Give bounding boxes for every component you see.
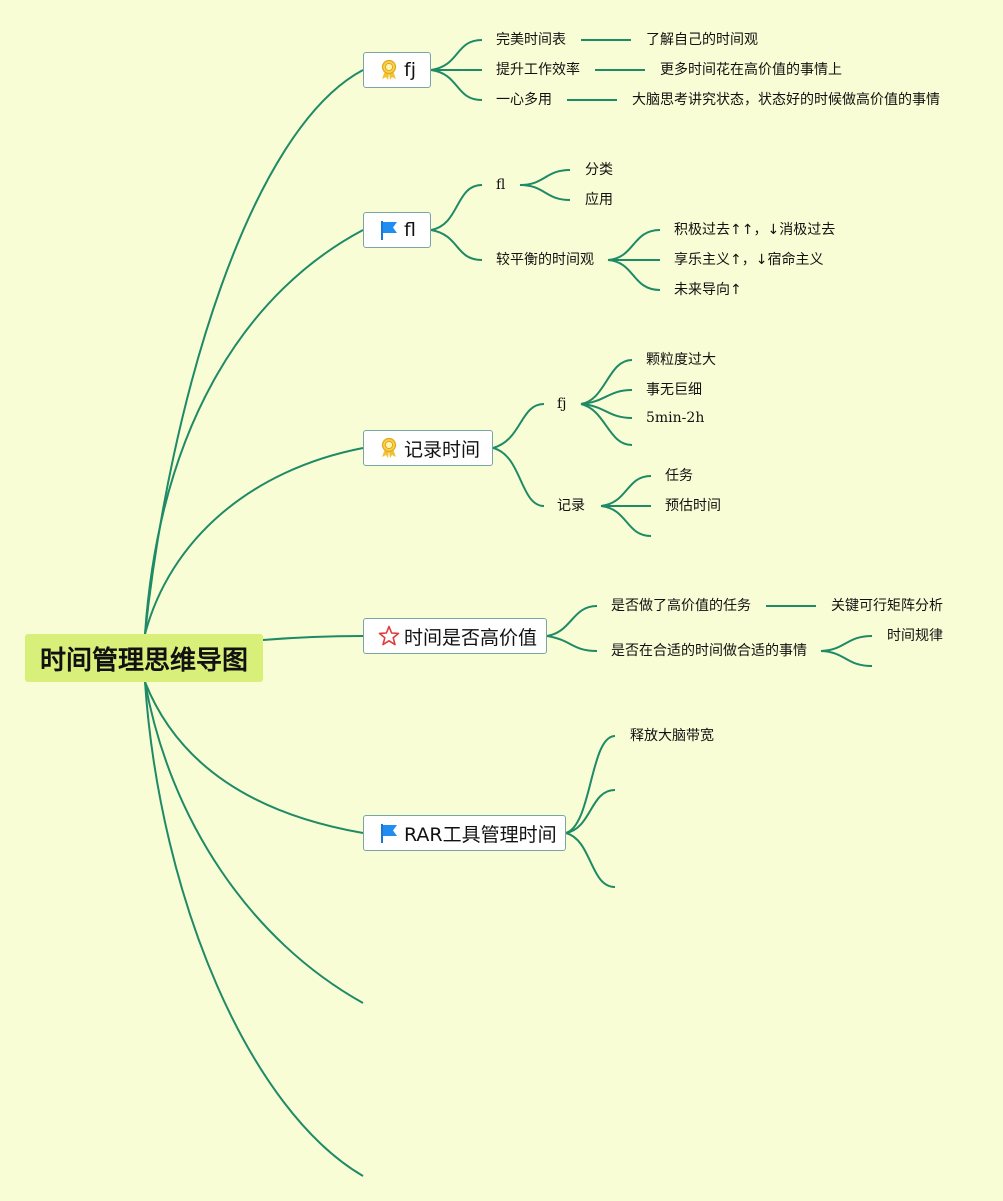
link-t2-b3: [607, 259, 661, 291]
node-brain-state[interactable]: 大脑思考讲究状态，状态好的时候做高价值的事情: [632, 92, 940, 108]
link-t5-a: [565, 735, 616, 834]
link-t4-b: [546, 635, 598, 652]
blue-flag-icon: [378, 219, 400, 241]
node-estimate-time[interactable]: 预估时间: [665, 498, 721, 514]
link-root-t4: [262, 635, 364, 641]
node-positive-past[interactable]: 积极过去↑↑，↓消极过去: [674, 222, 836, 238]
node-did-high-value-task[interactable]: 是否做了高价值的任务: [611, 598, 751, 614]
node-multitask[interactable]: 一心多用: [496, 92, 552, 108]
link-t3-b1: [600, 475, 652, 507]
node-free-brain-bandwidth[interactable]: 释放大脑带宽: [630, 728, 714, 744]
link-root-t2: [144, 229, 364, 635]
link-t2-a: [430, 184, 483, 231]
topic-time-value-label: 时间是否高价值: [404, 626, 538, 649]
award-ribbon-icon: [378, 437, 400, 459]
node-time-pattern[interactable]: 时间规律: [887, 628, 943, 644]
award-ribbon-icon: [378, 59, 400, 81]
link-t2-b1: [607, 229, 661, 261]
node-key-feasibility-matrix[interactable]: 关键可行矩阵分析: [831, 598, 943, 614]
node-record[interactable]: 记录: [557, 498, 585, 514]
node-5min-2h[interactable]: 5min-2h: [646, 410, 705, 426]
link-t3-a1: [580, 359, 633, 405]
link-t3-a: [492, 403, 545, 449]
node-fj[interactable]: fj: [557, 396, 567, 412]
link-t1-a: [430, 39, 483, 71]
node-apply[interactable]: 应用: [585, 192, 613, 208]
topic-rar-tool[interactable]: RAR工具管理时间: [363, 815, 566, 851]
topic-record-time[interactable]: 记录时间: [363, 430, 493, 466]
node-fl[interactable]: fl: [496, 177, 506, 193]
link-root-blank-1: [144, 681, 364, 1004]
blue-flag-icon: [378, 822, 400, 844]
link-root-t5: [144, 681, 364, 834]
node-future-oriented[interactable]: 未来导向↑: [674, 282, 742, 298]
node-too-detailed[interactable]: 事无巨细: [646, 382, 702, 398]
node-know-time-view[interactable]: 了解自己的时间观: [646, 32, 758, 48]
node-granularity-too-big[interactable]: 颗粒度过大: [646, 352, 716, 368]
topic-fj[interactable]: fj: [363, 52, 431, 88]
root-topic[interactable]: 时间管理思维导图: [25, 634, 263, 682]
node-more-time-high-value[interactable]: 更多时间花在高价值的事情上: [660, 62, 842, 78]
link-t2-b: [430, 229, 483, 261]
link-t2-a2: [519, 184, 571, 201]
link-t4-a: [546, 605, 598, 637]
topic-time-value[interactable]: 时间是否高价值: [363, 618, 547, 654]
red-star-icon: [378, 625, 400, 647]
link-t4-b2: [820, 650, 873, 667]
root-topic-label: 时间管理思维导图: [39, 645, 248, 676]
node-hedonism[interactable]: 享乐主义↑，↓宿命主义: [674, 252, 824, 268]
node-task[interactable]: 任务: [665, 468, 693, 484]
topic-fl-label: fl: [404, 219, 416, 241]
node-improve-efficiency[interactable]: 提升工作效率: [496, 62, 580, 78]
topic-record-time-label: 记录时间: [404, 438, 481, 461]
topic-fj-label: fj: [404, 59, 416, 81]
link-t3-a2: [580, 389, 633, 405]
node-classify[interactable]: 分类: [585, 162, 613, 178]
topic-fl[interactable]: fl: [363, 212, 431, 248]
link-t3-a4: [580, 403, 633, 446]
link-t3-b: [492, 447, 545, 507]
link-root-blank-2: [144, 681, 364, 1177]
node-perfect-schedule[interactable]: 完美时间表: [496, 32, 566, 48]
link-t4-b1: [820, 635, 873, 652]
link-root-t1: [144, 69, 364, 635]
link-t2-a1: [519, 169, 571, 186]
link-t1-c: [430, 69, 483, 101]
link-root-t3: [144, 447, 364, 635]
link-t5-b: [565, 789, 616, 834]
topic-rar-tool-label: RAR工具管理时间: [404, 823, 557, 846]
link-t3-a3: [580, 403, 633, 419]
node-right-time-right-thing[interactable]: 是否在合适的时间做合适的事情: [611, 643, 807, 659]
link-t3-b3: [600, 505, 652, 537]
link-t5-c: [565, 832, 616, 888]
node-balanced-time-view[interactable]: 较平衡的时间观: [496, 252, 594, 268]
